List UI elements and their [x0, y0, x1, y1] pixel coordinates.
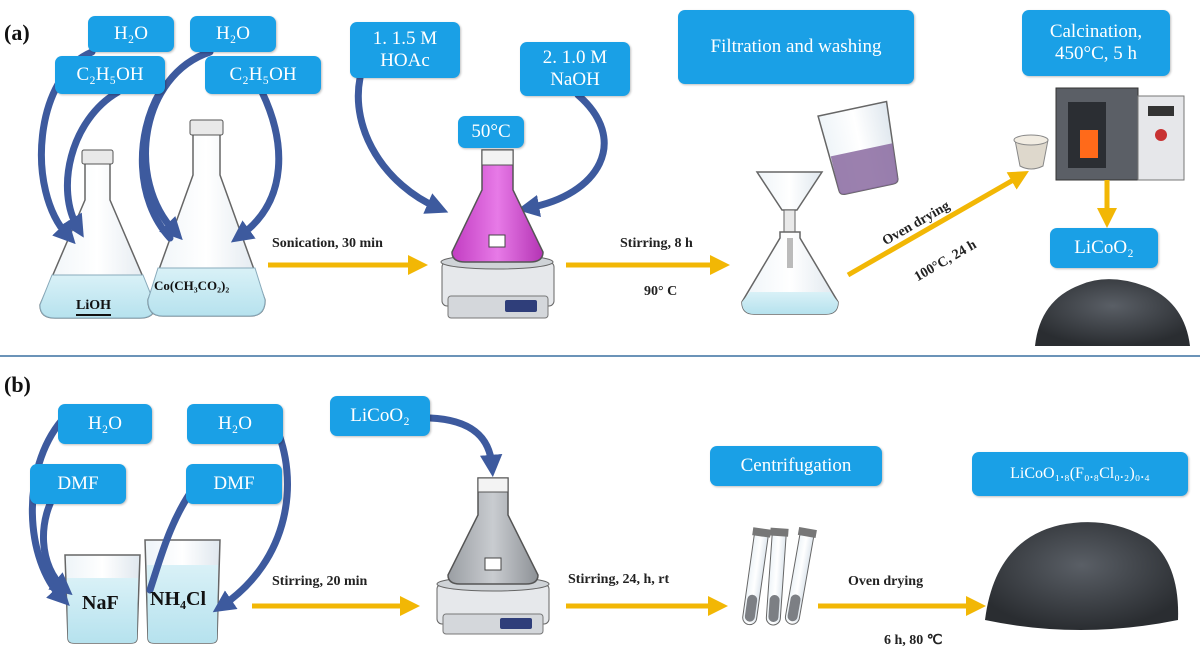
process-arrows-a: [268, 171, 1117, 278]
box-h2o-b-right: H₂O: [187, 404, 283, 444]
beaker-label-naf: NaF: [82, 592, 119, 614]
box-h2o-b-left: H₂O: [58, 404, 152, 444]
box-c2h5oh-right: C₂H₅OH: [205, 56, 321, 94]
box-calcination: Calcination,450°C, 5 h: [1022, 10, 1170, 76]
washing-beaker-icon: [817, 100, 899, 195]
licoo2-powder-icon: [1035, 279, 1190, 346]
box-temp-50: 50°C: [458, 116, 524, 148]
stirrer-hotplate-b-icon: [436, 576, 550, 635]
flask-cobalt-acetate-icon: [147, 119, 266, 317]
flask-label-lioh: LiOH: [76, 298, 112, 316]
box-filtration: Filtration and washing: [678, 10, 914, 84]
reaction-flask-grey-icon: [447, 477, 539, 585]
reaction-flask-magenta-icon: [451, 149, 544, 263]
panel-b-label: (b): [4, 372, 31, 397]
box-dmf-right: DMF: [186, 464, 282, 504]
beaker-label-nh4cl: NH₄Cl: [150, 588, 206, 610]
step-stirring-temp: 90° C: [644, 284, 678, 299]
step-stirring-20: Stirring, 20 min: [272, 574, 368, 589]
step-stirring-8h: Stirring, 8 h: [620, 236, 693, 251]
flask-lioh-icon: [39, 149, 156, 319]
box-product: LiCoO₁.₈(F₀.₈Cl₀.₂)₀.₄: [972, 452, 1188, 496]
step-oven-drying-b: Oven drying: [848, 574, 924, 589]
solvent-arrows-a: [37, 48, 608, 245]
box-dmf-left: DMF: [30, 464, 126, 504]
step-sonication: Sonication, 30 min: [272, 236, 383, 251]
step-oven-cond-b: 6 h, 80 ℃: [884, 633, 943, 648]
stirrer-hotplate-icon: [440, 254, 555, 319]
furnace-icon: [1055, 87, 1185, 181]
beaker-nh4cl-icon: [144, 539, 221, 644]
box-licoo2-a: LiCoO₂: [1050, 228, 1158, 268]
filtration-funnel-icon: [741, 171, 839, 315]
box-centrifugation: Centrifugation: [710, 446, 882, 486]
box-h2o-left: H₂O: [88, 16, 174, 52]
centrifuge-tubes-icon: [742, 527, 817, 626]
product-powder-icon: [985, 522, 1179, 630]
flask-label-co-acetate: Co(CH₃CO₂)₂: [154, 278, 230, 293]
crucible-icon: [1013, 134, 1049, 170]
box-licoo2-b: LiCoO₂: [330, 396, 430, 436]
step-stirring-24: Stirring, 24, h, rt: [568, 572, 670, 587]
box-h2o-right: H₂O: [190, 16, 276, 52]
beaker-naf-icon: [64, 554, 141, 644]
panel-a-label: (a): [4, 20, 30, 45]
box-c2h5oh-left: C₂H₅OH: [55, 56, 165, 94]
